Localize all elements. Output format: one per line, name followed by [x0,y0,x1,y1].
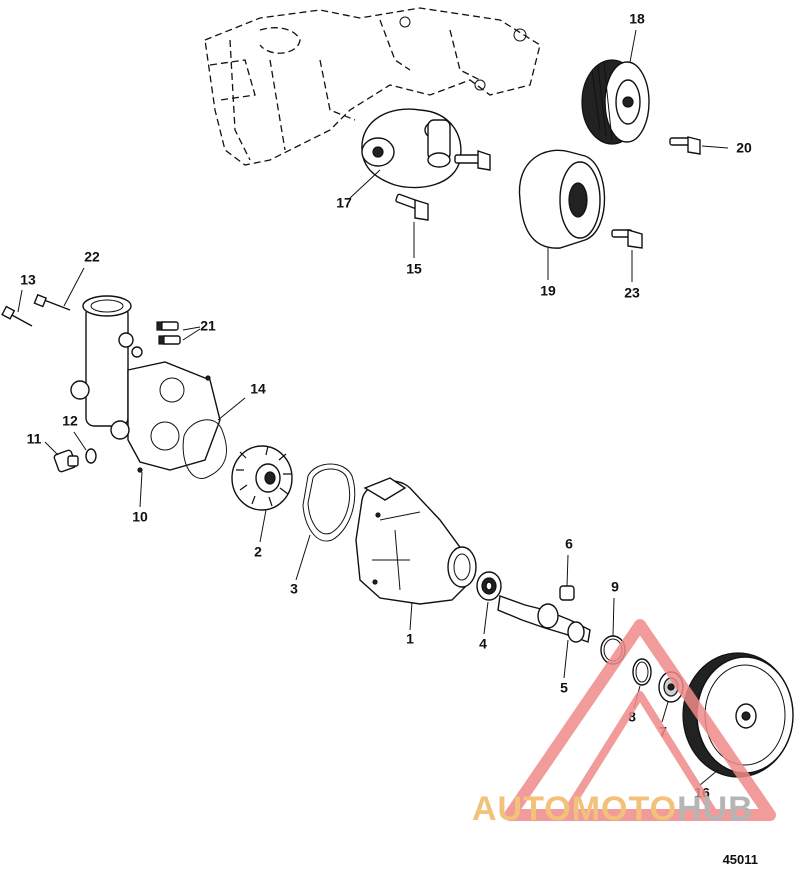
bolt-22 [33,293,71,311]
pump-cover-10 [70,295,221,473]
sleeve-6 [559,585,575,601]
callout-17: 17 [336,195,352,211]
callout-5: 5 [560,680,568,696]
smooth-idler-pulley [518,149,606,249]
engine-bracket-outline [204,7,541,166]
callout-2: 2 [254,544,262,560]
callout-10: 10 [132,509,148,525]
bolt-20 [669,136,701,155]
callout-11: 11 [27,431,42,447]
callout-21: 21 [200,318,216,334]
callout-20: 20 [736,140,752,156]
callout-22: 22 [84,249,100,265]
callout-8: 8 [628,709,636,725]
bolt-23 [611,229,643,249]
watermark-triangle-icon [504,619,776,821]
callout-14: 14 [250,381,266,397]
callout-12: 12 [62,413,78,429]
bolt-13 [1,305,33,327]
impeller-2 [231,445,293,511]
callout-9: 9 [611,579,619,595]
tensioner-assembly [361,108,462,189]
ring-8 [632,658,652,686]
callout-4: 4 [479,636,487,652]
gasket-3 [302,463,356,542]
callout-19: 19 [540,283,556,299]
gasket-14 [182,419,227,479]
callout-18: 18 [629,11,645,27]
grooved-idler-pulley [581,59,650,145]
callout-labels: 18 20 17 15 19 23 22 13 21 14 12 11 10 2… [20,11,752,801]
o-ring-12 [85,448,97,464]
callout-1: 1 [406,631,414,647]
bolt-17-side [454,150,491,171]
shaft-5 [497,595,591,643]
callout-3: 3 [290,581,298,597]
drain-plug-11 [53,449,79,473]
watermark-text-part1: AUTOMOTO [472,790,678,828]
watermark-text-part2: HUB [677,790,754,828]
callout-15: 15 [406,261,422,277]
callout-6: 6 [565,536,573,552]
bearing-4 [476,571,502,601]
bolt-15 [395,193,429,221]
screws-21 [156,321,181,345]
callout-13: 13 [20,272,36,288]
watermark-text: AUTOMOTOHUB [472,790,754,829]
watermark-logo [504,619,776,821]
pump-housing-1 [355,477,477,605]
figure-number: 45011 [722,852,758,867]
leader-lines [17,29,729,786]
callout-23: 23 [624,285,640,301]
